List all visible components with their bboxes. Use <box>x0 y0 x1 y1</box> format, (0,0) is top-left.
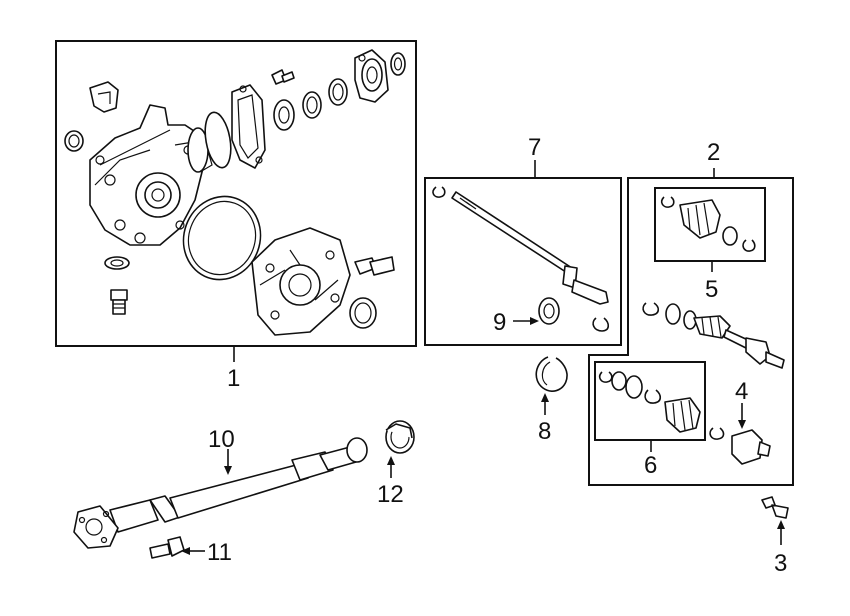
bolt-top-part <box>271 69 295 85</box>
differential-housing-part <box>89 104 213 246</box>
center-bearing-part <box>385 420 415 454</box>
callout-5: 5 <box>705 276 718 303</box>
large-oring-part <box>182 195 262 281</box>
pinion-flange-part <box>354 49 389 103</box>
callout-1: 1 <box>227 365 240 392</box>
boot-kit-6-box <box>594 361 706 441</box>
axle-shaft-part <box>451 191 609 305</box>
shaft-circlip-part <box>592 317 610 332</box>
axle-shaft-box <box>424 177 622 346</box>
callout-4: 4 <box>735 378 748 405</box>
oring-upper-part <box>204 111 232 169</box>
callout-8: 8 <box>538 418 551 445</box>
callout-10: 10 <box>208 426 235 453</box>
cover-gasket-part <box>231 84 266 169</box>
rear-cover-part <box>251 227 351 336</box>
cv-joint-part <box>731 429 771 465</box>
drain-plug-part <box>110 289 128 315</box>
callout-12: 12 <box>377 481 404 508</box>
callout-2: 2 <box>707 139 720 166</box>
flange-bolt-part <box>149 536 185 559</box>
breather-bracket-part <box>89 81 119 113</box>
boot-kit-5-box <box>654 187 766 262</box>
pinion-seal-set-part <box>273 52 406 131</box>
small-seal-left-part <box>64 130 84 152</box>
callout-7: 7 <box>528 134 541 161</box>
cover-seal-part <box>349 297 377 329</box>
axle-bolt-part <box>761 496 789 519</box>
differential-assembly-box <box>55 40 417 347</box>
drain-washer-part <box>104 256 130 270</box>
boot-kit-5-parts <box>661 196 756 252</box>
half-shaft-box <box>588 177 794 486</box>
callout-9: 9 <box>493 309 506 336</box>
fill-plug-part <box>354 256 395 276</box>
snap-ring-8-part <box>535 356 568 392</box>
outer-cv-clip-part <box>709 427 725 440</box>
shaft-seal-part <box>538 297 560 325</box>
callout-6: 6 <box>644 452 657 479</box>
half-shaft-part <box>642 302 785 369</box>
callout-11: 11 <box>207 539 232 566</box>
leader-lines <box>181 160 785 555</box>
callout-3: 3 <box>774 550 787 577</box>
drive-shaft-part <box>73 437 368 549</box>
shaft-snap-ring-part <box>432 186 446 198</box>
boot-kit-6-parts <box>599 371 701 433</box>
